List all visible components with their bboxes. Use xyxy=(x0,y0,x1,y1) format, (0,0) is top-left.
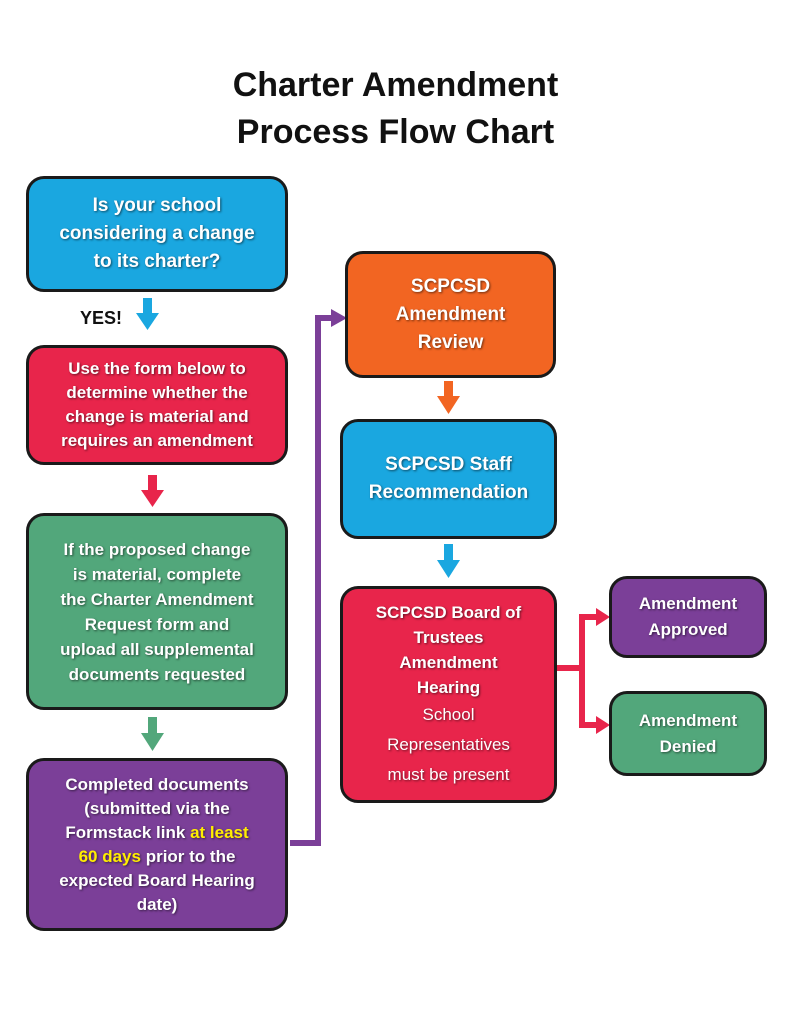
box-use-form-line-3: change is material and xyxy=(65,407,249,426)
page-title: Charter Amendment xyxy=(0,64,791,106)
box-approved-line-2: Approved xyxy=(648,620,728,639)
box-review-line-1: SCPCSD xyxy=(410,275,491,297)
box-staff-recommendation: SCPCSD Staff Recommendation xyxy=(340,419,557,539)
arrow-down-blue-2 xyxy=(437,544,460,578)
box-considering-line-1: Is your school xyxy=(92,195,222,216)
arrow-branch-red xyxy=(556,608,610,734)
box-if-material-line-3: the Charter Amendment xyxy=(60,589,254,609)
box-board-note-1: School xyxy=(422,704,475,724)
box-completed-highlight-60-days: 60 days xyxy=(78,846,141,866)
box-staff-line-1: SCPCSD Staff xyxy=(385,454,512,475)
arrow-down-orange xyxy=(437,381,460,414)
box-board-line-4: Hearing xyxy=(416,677,481,697)
box-use-form-line-2: determine whether the xyxy=(66,383,248,402)
box-denied-line-2: Denied xyxy=(659,736,717,756)
box-completed-line-3: Formstack link at least xyxy=(65,821,248,845)
box-use-form: Use the form below to determine whether … xyxy=(26,345,288,465)
box-amendment-denied: Amendment Denied xyxy=(609,691,767,776)
box-board-line-2: Trustees xyxy=(413,627,484,647)
box-considering-change: Is your school considering a change to i… xyxy=(26,176,288,292)
box-completed-documents: Completed documents (submitted via the F… xyxy=(26,758,288,931)
box-board-hearing: SCPCSD Board of Trustees Amendment Heari… xyxy=(340,586,557,803)
title-line-1: Charter Amendment xyxy=(232,66,559,104)
box-completed-line-5: expected Board Hearing xyxy=(59,870,255,890)
box-completed-line-1: Completed documents xyxy=(65,774,249,794)
box-review-line-3: Review xyxy=(417,331,484,353)
box-use-form-line-1: Use the form below to xyxy=(68,359,246,378)
box-completed-highlight-at-least: at least xyxy=(190,822,249,842)
box-if-material: If the proposed change is material, comp… xyxy=(26,513,288,710)
arrow-down-blue-1 xyxy=(136,298,159,330)
arrow-down-red xyxy=(141,475,164,507)
box-if-material-line-5: upload all supplemental xyxy=(60,639,254,659)
box-board-note-3: must be present xyxy=(387,764,510,784)
box-board-note-2: Representatives xyxy=(387,734,510,754)
box-completed-line-4: 60 days prior to the xyxy=(79,845,236,869)
box-amendment-review: SCPCSD Amendment Review xyxy=(345,251,556,378)
box-if-material-line-2: is material, complete xyxy=(72,564,242,584)
box-use-form-line-4: requires an amendment xyxy=(61,431,253,450)
yes-label: YES! xyxy=(80,308,123,328)
box-if-material-line-6: documents requested xyxy=(68,664,246,684)
arrow-purple-connector xyxy=(290,309,347,846)
box-amendment-approved: Amendment Approved xyxy=(609,576,767,658)
box-completed-line-3-text: Formstack link xyxy=(65,822,191,842)
box-considering-line-3: to its charter? xyxy=(93,251,221,272)
box-completed-line-4-text: prior to the xyxy=(140,846,236,866)
page-subtitle: Process Flow Chart xyxy=(0,111,791,153)
box-if-material-line-1: If the proposed change xyxy=(63,539,251,559)
box-considering-line-2: considering a change xyxy=(59,223,255,244)
box-review-line-2: Amendment xyxy=(395,303,506,325)
box-if-material-line-4: Request form and xyxy=(84,614,230,634)
box-board-line-1: SCPCSD Board of xyxy=(375,602,522,622)
box-completed-line-6: date) xyxy=(136,894,178,914)
box-approved-line-1: Amendment xyxy=(638,594,738,613)
arrow-down-green xyxy=(141,717,164,751)
box-denied-line-1: Amendment xyxy=(638,710,738,730)
box-completed-line-2: (submitted via the xyxy=(84,798,230,818)
box-staff-line-2: Recommendation xyxy=(368,482,529,503)
title-line-2: Process Flow Chart xyxy=(236,113,555,151)
box-board-line-3: Amendment xyxy=(399,652,498,672)
